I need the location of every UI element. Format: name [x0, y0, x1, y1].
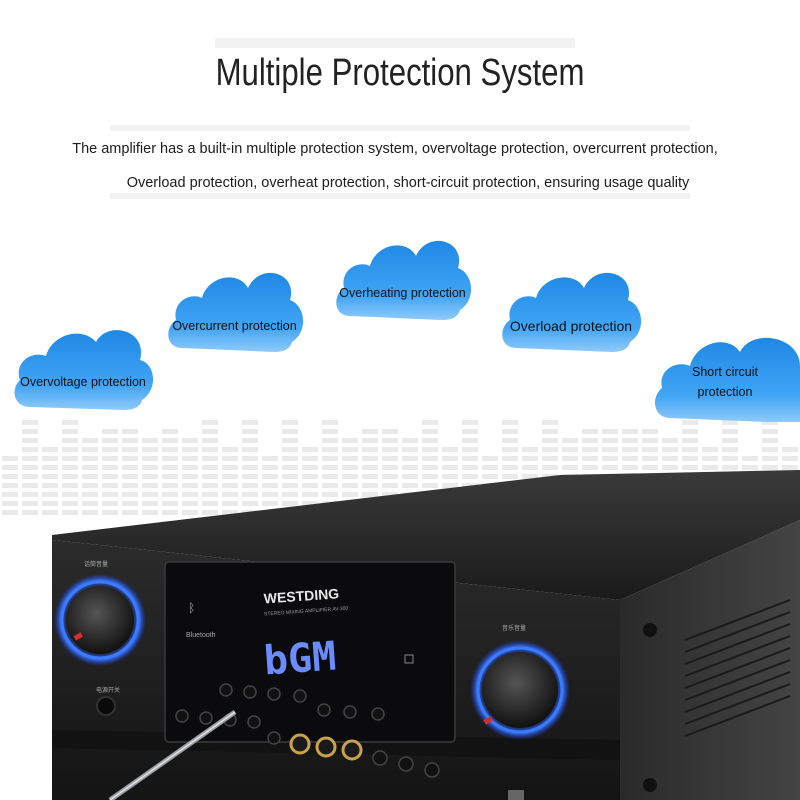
panel-button[interactable]	[175, 709, 189, 723]
panel-button[interactable]	[243, 685, 257, 699]
cloud-icon	[655, 337, 800, 422]
left-volume-knob[interactable]	[66, 586, 134, 654]
svg-text:话筒音量: 话筒音量	[84, 560, 108, 568]
cloud-overvoltage: Overvoltage protection	[8, 312, 158, 422]
cloud-short-circuit: Short circuit protection	[650, 322, 800, 432]
screw	[643, 778, 657, 792]
panel-button[interactable]	[424, 762, 440, 778]
cloud-label: Short circuit protection	[692, 365, 758, 399]
cloud-icon	[14, 330, 154, 410]
cloud-overheating: Overheating protection	[330, 224, 475, 329]
cloud-label: Overload protection	[509, 318, 633, 334]
panel-button[interactable]	[199, 711, 213, 725]
brand-label: WESTDING	[263, 585, 339, 606]
svg-text:音乐音量: 音乐音量	[502, 624, 526, 632]
panel-button[interactable]	[267, 731, 281, 745]
right-knob-ring	[476, 646, 564, 734]
cloud-label: Overvoltage protection	[20, 375, 146, 389]
side-vents	[684, 599, 791, 737]
description-line-1: The amplifier has a built-in multiple pr…	[72, 141, 718, 157]
svg-text:电源开关: 电源开关	[96, 686, 120, 694]
remote-icon	[404, 654, 414, 664]
panel-button[interactable]	[267, 687, 281, 701]
description-line-2: Overload protection, overheat protection…	[126, 175, 690, 191]
cloud-overload: Overload protection	[496, 256, 646, 361]
panel-button[interactable]	[372, 750, 388, 766]
cloud-icon	[168, 272, 304, 352]
panel-button[interactable]	[343, 705, 357, 719]
panel-button[interactable]	[247, 715, 261, 729]
panel-button[interactable]	[371, 707, 385, 721]
left-knob-ring	[60, 580, 140, 660]
mic-jack[interactable]	[315, 736, 337, 758]
cloud-icon	[502, 272, 642, 352]
mic-jack[interactable]	[341, 739, 363, 761]
panel-button[interactable]	[398, 756, 414, 772]
led-display: bGM	[262, 634, 337, 685]
svg-text:Bluetooth: Bluetooth	[186, 632, 216, 639]
amplifier-side-panel	[620, 520, 800, 800]
usb-port	[508, 790, 524, 800]
right-volume-knob[interactable]	[482, 652, 558, 728]
cloud-label: Overcurrent protection	[172, 319, 297, 333]
panel-button[interactable]	[317, 703, 331, 717]
screw	[643, 623, 657, 637]
power-button[interactable]	[96, 696, 116, 716]
bluetooth-icon: ᛒ	[188, 601, 195, 615]
panel-button[interactable]	[219, 683, 233, 697]
panel-button[interactable]	[293, 689, 307, 703]
amplifier-top-lid	[52, 470, 800, 600]
mic-jack[interactable]	[289, 733, 311, 755]
svg-text:STEREO MIXING AMPLIFIER AV-300: STEREO MIXING AMPLIFIER AV-300	[264, 606, 349, 618]
cloud-overcurrent: Overcurrent protection	[162, 256, 307, 361]
cloud-label: Overheating protection	[339, 286, 466, 300]
cloud-icon	[336, 240, 472, 320]
page-title: Multiple Protection System	[215, 52, 585, 94]
